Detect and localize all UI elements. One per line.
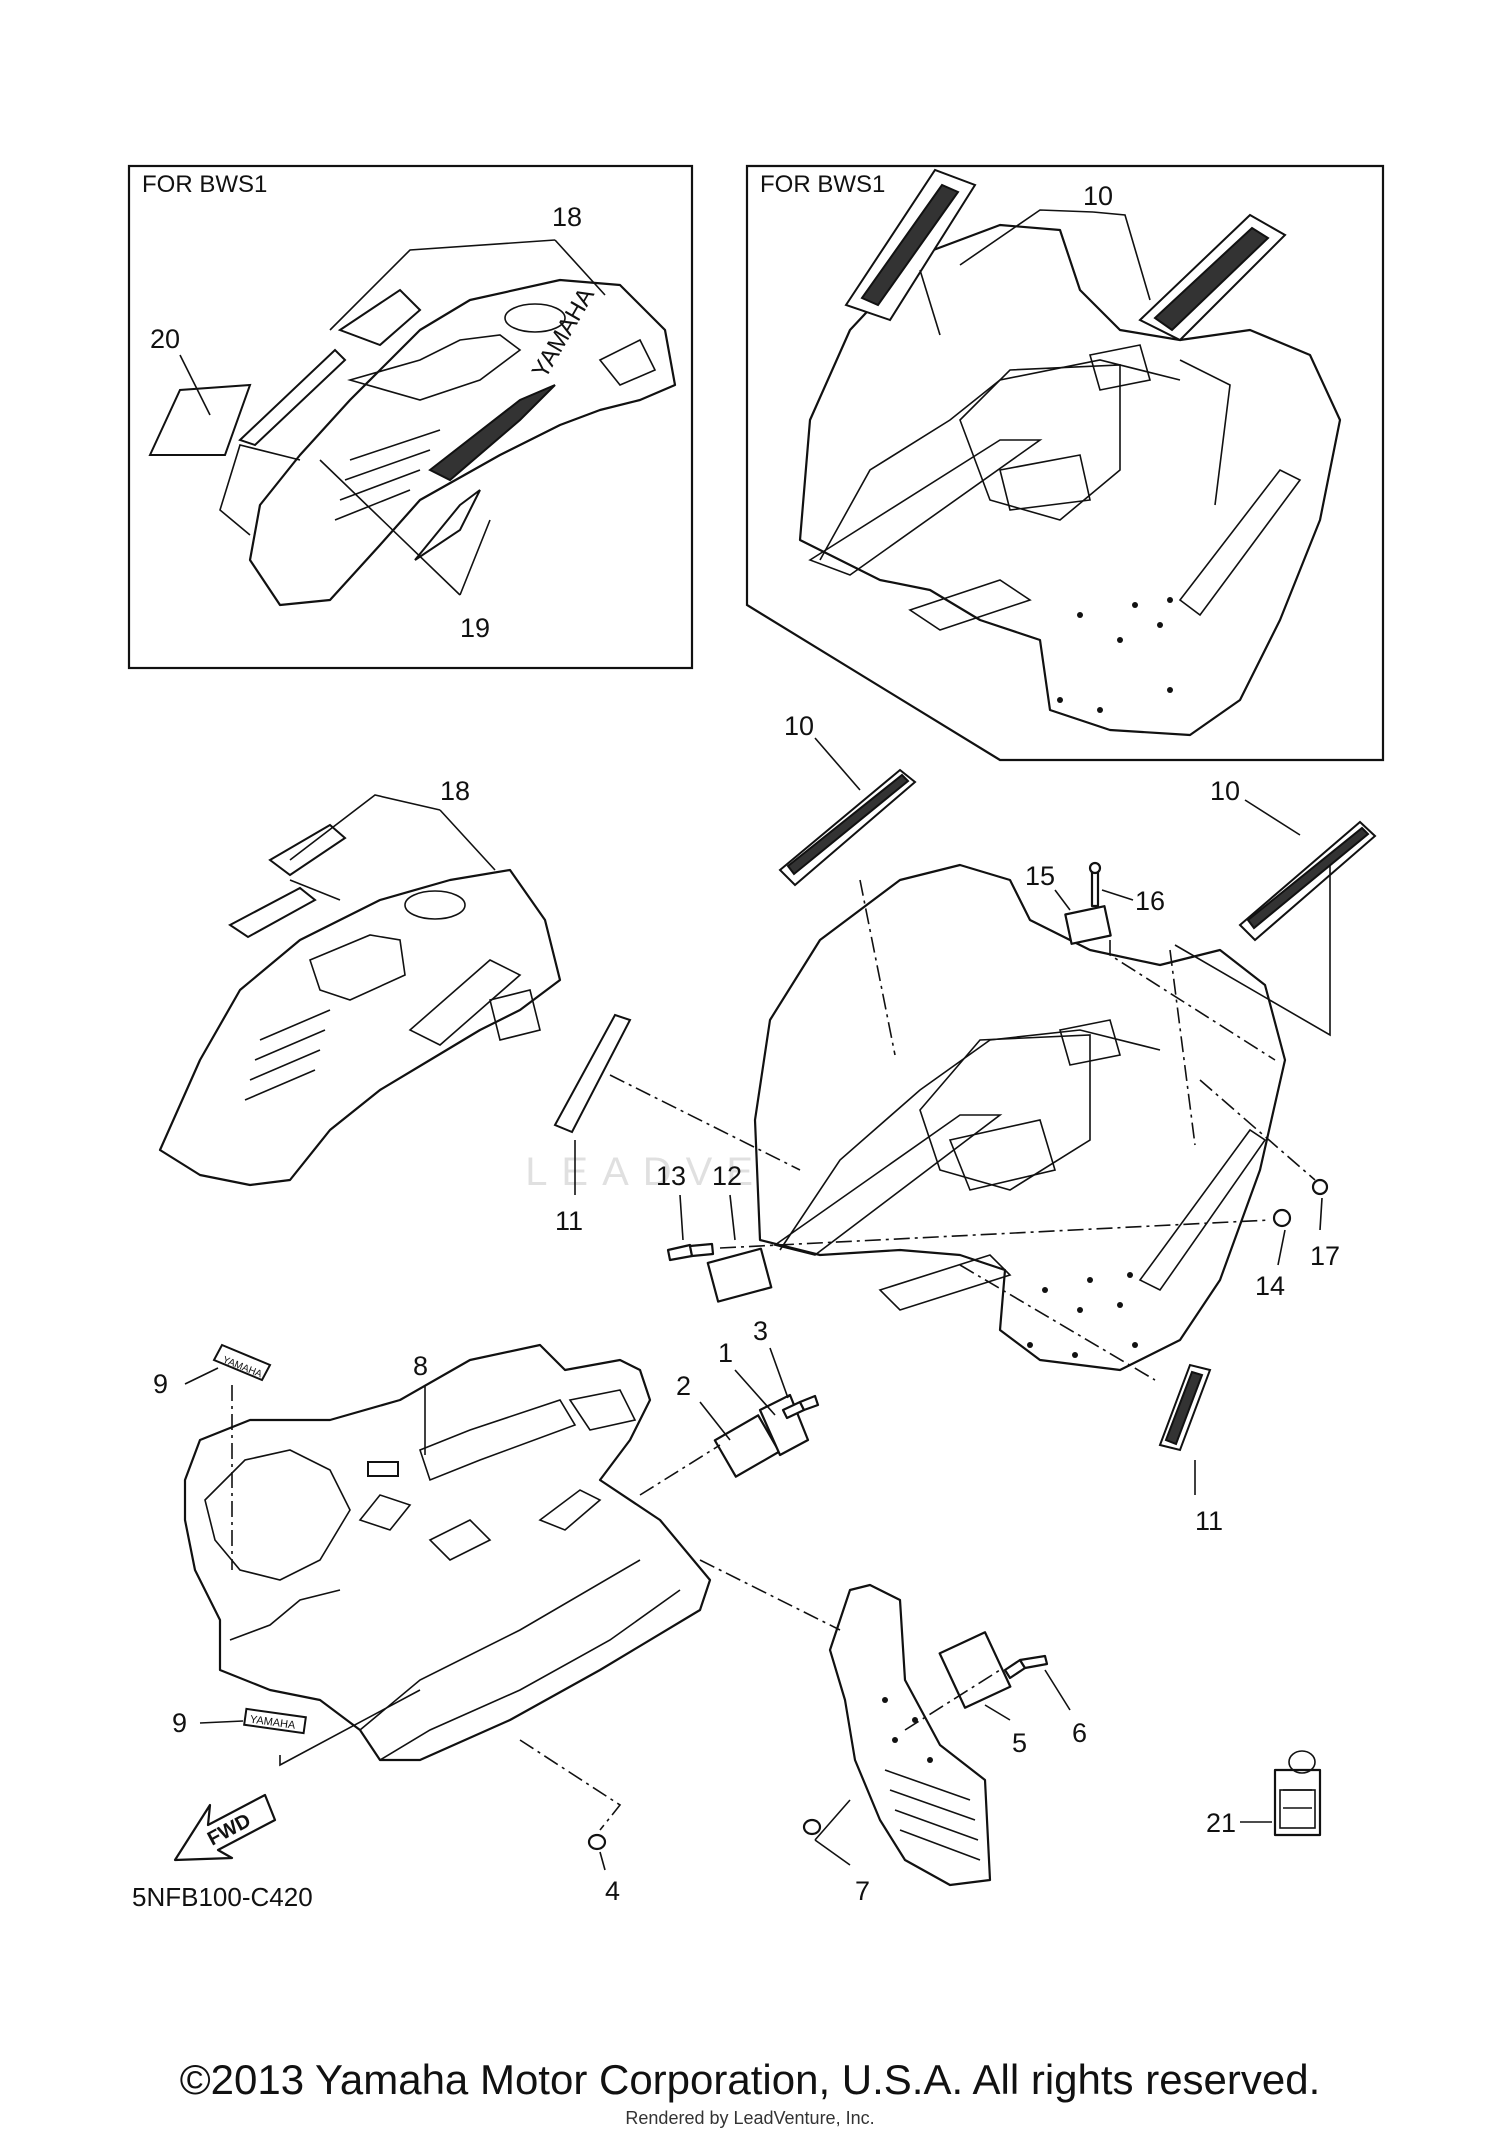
rear-fender-bws1 — [798, 223, 1342, 737]
seat-cover-bws1: YAMAHA — [248, 278, 677, 607]
callout-14: 14 — [1255, 1271, 1285, 1301]
decal-20 — [148, 383, 252, 456]
decal-10-right — [1238, 820, 1377, 942]
callout-21: 21 — [1206, 1808, 1236, 1838]
decal-9-top: YAMAHA — [212, 1343, 272, 1382]
callout-2: 2 — [676, 1371, 691, 1401]
bolt-13 — [666, 1242, 715, 1262]
callout-19: 19 — [460, 613, 490, 643]
inset-box-left — [127, 164, 694, 670]
plate-15 — [1064, 905, 1112, 945]
nut-7 — [802, 1818, 822, 1836]
seat-cover — [158, 868, 562, 1187]
callout-3: 3 — [753, 1316, 768, 1346]
decal-9-bottom: YAMAHA — [243, 1707, 307, 1735]
callout-11-right: 11 — [1195, 1506, 1223, 1536]
bolt-3 — [781, 1394, 820, 1420]
bolt-16 — [1088, 861, 1102, 908]
decal-10-box-right-fill — [1153, 226, 1270, 332]
callout-4: 4 — [605, 1876, 620, 1906]
drawing-code: 5NFB100-C420 — [132, 1882, 313, 1912]
inset-box-right-label: FOR BWS1 — [760, 171, 885, 198]
plate-2 — [713, 1414, 781, 1478]
callout-18: 18 — [440, 776, 470, 806]
callout-16: 16 — [1135, 886, 1165, 916]
mud-flap — [828, 1583, 992, 1887]
grommet-14 — [1272, 1208, 1292, 1228]
callout-17: 17 — [1310, 1241, 1340, 1271]
callout-20: 20 — [150, 324, 180, 354]
callout-9-top: 9 — [153, 1369, 168, 1399]
decal-10-box-left-fill — [860, 183, 960, 307]
inset-box-right — [745, 164, 1385, 762]
copyright-notice: ©2013 Yamaha Motor Corporation, U.S.A. A… — [179, 2056, 1321, 2103]
fwd-arrow-icon: FWD — [173, 1793, 277, 1862]
callout-12: 12 — [712, 1161, 742, 1191]
callout-1: 1 — [718, 1338, 733, 1368]
callout-13: 13 — [656, 1161, 686, 1191]
callout-10-box: 10 — [1083, 181, 1113, 211]
front-fender — [183, 1343, 712, 1762]
plate-5 — [938, 1631, 1012, 1709]
callout-9-bottom: 9 — [172, 1708, 187, 1738]
nut-17 — [1311, 1178, 1329, 1196]
decal-8 — [367, 1461, 399, 1477]
decal-10-left — [778, 768, 917, 887]
callout-8: 8 — [413, 1351, 428, 1381]
decal-18-box — [238, 288, 481, 561]
decal-11-right — [1158, 1363, 1212, 1452]
callout-6: 6 — [1072, 1718, 1087, 1748]
callout-5: 5 — [1012, 1728, 1027, 1758]
nut-4 — [587, 1833, 607, 1851]
callout-10-left: 10 — [784, 711, 814, 741]
bolt-6 — [1003, 1654, 1049, 1680]
tag-21 — [1273, 1750, 1322, 1837]
callout-11-left: 11 — [555, 1206, 583, 1236]
rendered-by: Rendered by LeadVenture, Inc. — [625, 2108, 875, 2128]
rear-fender — [753, 863, 1287, 1372]
decal-11-left — [553, 1013, 632, 1134]
callout-15: 15 — [1025, 861, 1055, 891]
callout-7: 7 — [855, 1876, 870, 1906]
callout-18-box: 18 — [552, 202, 582, 232]
inset-box-left-label: FOR BWS1 — [142, 171, 267, 198]
decal-18 — [228, 823, 347, 939]
callout-10-right: 10 — [1210, 776, 1240, 806]
plate-12 — [706, 1247, 773, 1303]
